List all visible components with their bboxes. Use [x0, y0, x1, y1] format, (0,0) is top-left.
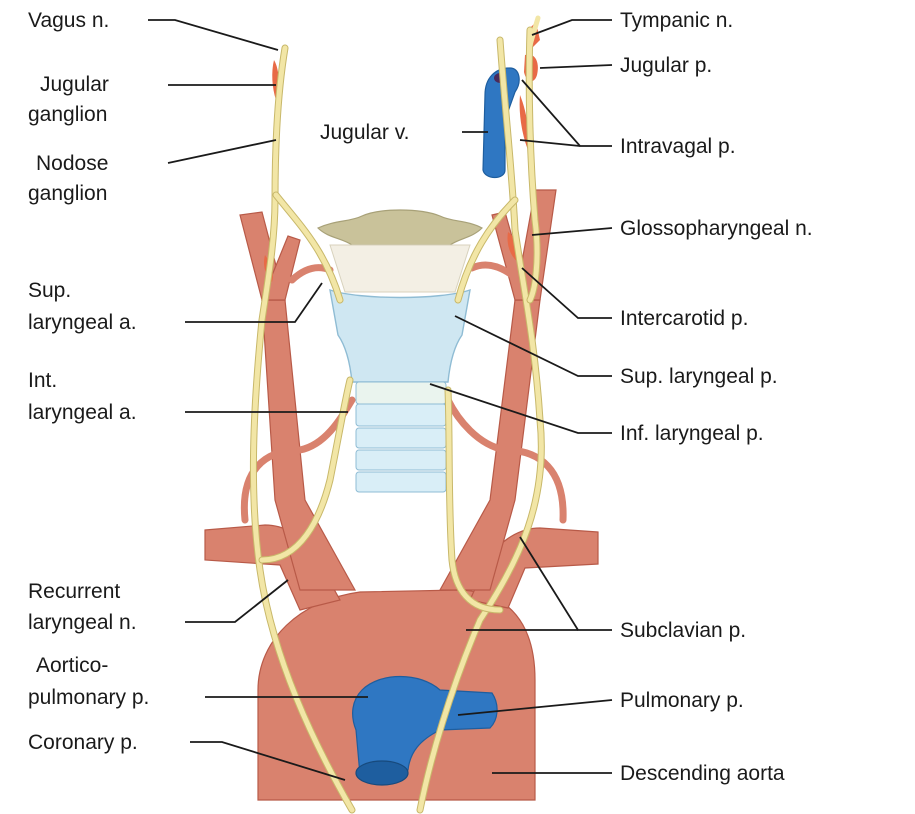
label-sup-laryngeal-a-1: Sup.	[28, 279, 71, 302]
label-sup-laryngeal-p: Sup. laryngeal p.	[620, 365, 778, 388]
label-inf-laryngeal-p: Inf. laryngeal p.	[620, 422, 764, 445]
tracheal-ring-3	[356, 450, 446, 470]
label-vagus-n: Vagus n.	[28, 9, 109, 32]
tracheal-ring-1	[356, 404, 446, 426]
leader-jugular-p	[540, 65, 612, 68]
label-jugular-v: Jugular v.	[320, 121, 410, 144]
right-sup-laryngeal-artery	[292, 268, 330, 280]
larynx	[318, 210, 482, 492]
label-sup-laryngeal-a-2: laryngeal a.	[28, 311, 137, 334]
label-jugular-p: Jugular p.	[620, 54, 712, 77]
tracheal-ring-2	[356, 428, 446, 448]
label-jugular-ganglion-1: Jugular	[40, 73, 109, 96]
label-aortico-pulmonary-p-1: Aortico-	[36, 654, 108, 677]
leader-tympanic-n	[532, 20, 612, 35]
label-coronary-p: Coronary p.	[28, 731, 138, 754]
pulmonary-trunk-opening	[356, 761, 408, 785]
thyrohyoid-membrane	[330, 245, 470, 292]
label-aortico-pulmonary-p-2: pulmonary p.	[28, 686, 149, 709]
label-intravagal-p: Intravagal p.	[620, 135, 736, 158]
label-jugular-ganglion-2: ganglion	[28, 103, 107, 126]
leader-sup-laryngeal-a	[185, 283, 322, 322]
label-nodose-ganglion-1: Nodose	[36, 152, 108, 175]
hyoid-bone	[318, 210, 482, 245]
label-int-laryngeal-a-1: Int.	[28, 369, 57, 392]
tracheal-ring-4	[356, 472, 446, 492]
label-tympanic-n: Tympanic n.	[620, 9, 733, 32]
label-subclavian-p: Subclavian p.	[620, 619, 746, 642]
leader-intravagal-p-a	[522, 80, 612, 146]
label-nodose-ganglion-2: ganglion	[28, 182, 107, 205]
label-recurrent-laryngeal-n-1: Recurrent	[28, 580, 120, 603]
thyroid-cartilage	[330, 290, 470, 382]
label-glossopharyngeal-n: Glossopharyngeal n.	[620, 217, 813, 240]
label-recurrent-laryngeal-n-2: laryngeal n.	[28, 611, 137, 634]
label-descending-aorta: Descending aorta	[620, 762, 785, 785]
leader-nodose-ganglion	[168, 140, 276, 163]
leader-vagus-n	[148, 20, 278, 50]
label-int-laryngeal-a-2: laryngeal a.	[28, 401, 137, 424]
label-intercarotid-p: Intercarotid p.	[620, 307, 748, 330]
label-pulmonary-p: Pulmonary p.	[620, 689, 744, 712]
